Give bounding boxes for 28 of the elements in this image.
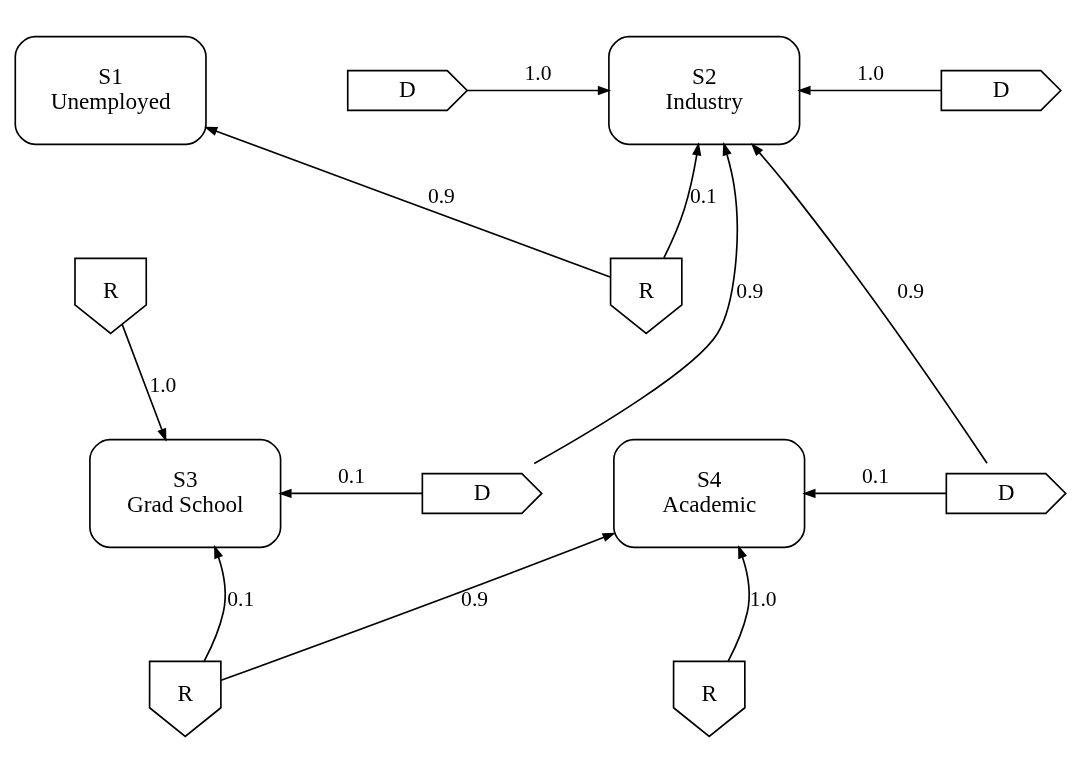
edge-label: 0.1 bbox=[861, 463, 889, 488]
node-box: S2 Industry bbox=[608, 35, 801, 145]
arrow bbox=[121, 323, 167, 442]
arrow bbox=[278, 488, 423, 498]
edge-label: 1.0 bbox=[149, 372, 177, 397]
arrow bbox=[663, 141, 702, 259]
arrow bbox=[533, 141, 738, 464]
arrow bbox=[750, 142, 988, 464]
edge-label: 0.1 bbox=[227, 586, 255, 611]
edge-label: 1.0 bbox=[857, 60, 884, 85]
arrow bbox=[727, 544, 750, 662]
arrow bbox=[204, 126, 611, 278]
arrow bbox=[797, 85, 942, 95]
arrow bbox=[466, 85, 612, 95]
arrow bbox=[802, 488, 947, 498]
edge-label: 0.1 bbox=[338, 463, 365, 488]
edge-label: 0.1 bbox=[689, 183, 717, 208]
edge-label: 0.9 bbox=[427, 183, 455, 208]
edge-label: 1.0 bbox=[749, 586, 777, 611]
edge-label: 1.0 bbox=[524, 60, 552, 85]
edge-label: 0.9 bbox=[897, 278, 925, 303]
node-box: S4 Academic bbox=[613, 438, 806, 548]
node-box: S1 Unemployed bbox=[14, 35, 207, 145]
edge-label: 0.9 bbox=[461, 586, 489, 611]
arrow bbox=[203, 544, 227, 662]
arrow bbox=[220, 532, 616, 681]
edge-label: 0.9 bbox=[736, 278, 764, 303]
node-box: S3 Grad School bbox=[89, 438, 282, 548]
